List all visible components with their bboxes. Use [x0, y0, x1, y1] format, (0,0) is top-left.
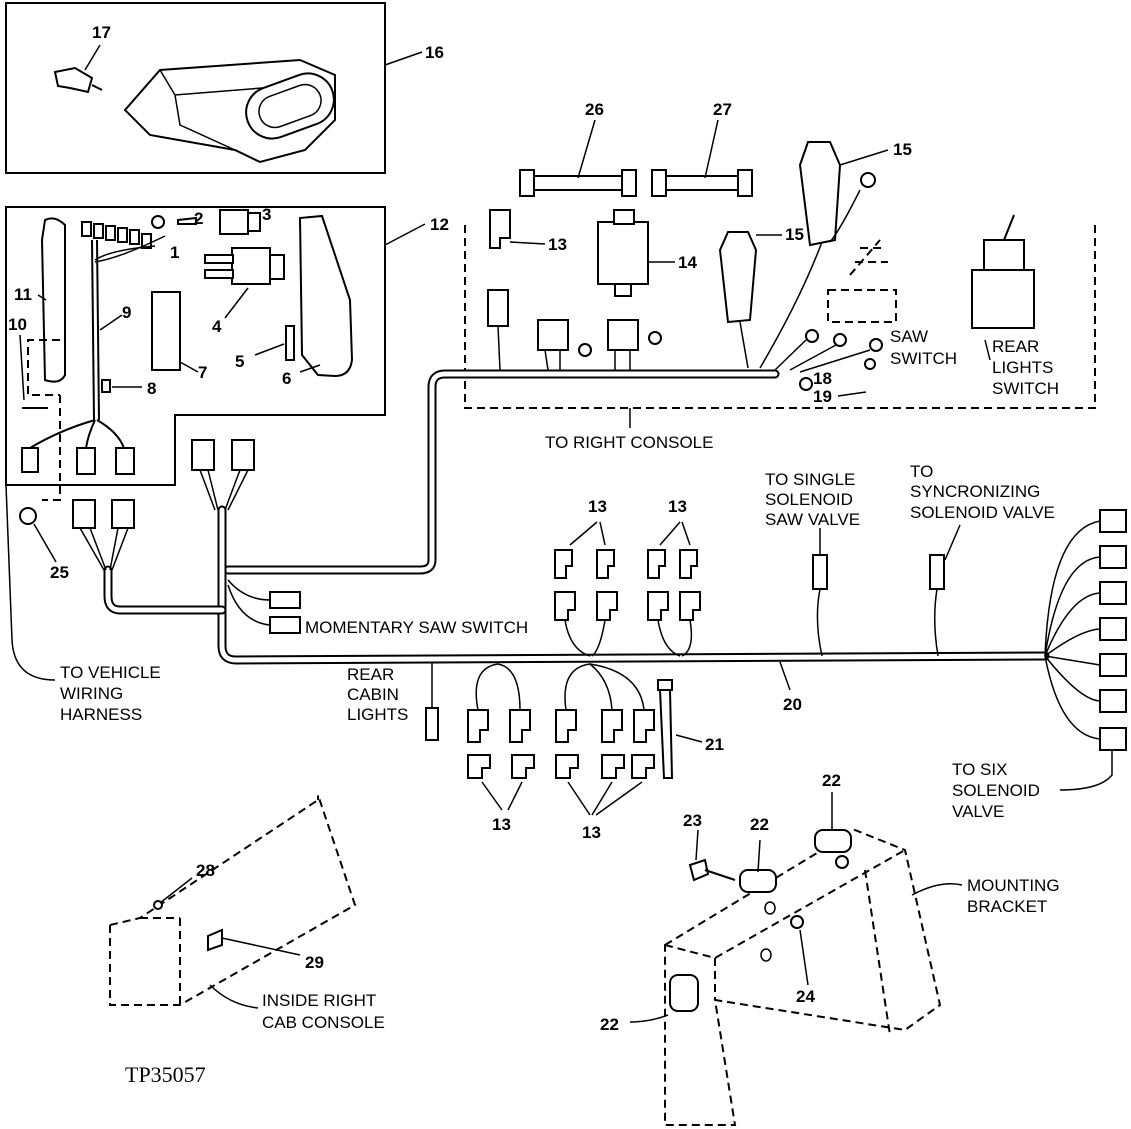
- label-saw-switch-1: SAW: [890, 327, 928, 346]
- callout-29: 29: [305, 953, 324, 972]
- mounting-bracket: [629, 792, 963, 1126]
- callout-21: 21: [705, 735, 724, 754]
- label-single-solenoid-1: TO SINGLE: [765, 470, 855, 489]
- callout-22-b: 22: [750, 815, 769, 834]
- inset-connector-box: [5, 2, 386, 174]
- label-to-vehicle-3: HARNESS: [60, 705, 142, 724]
- label-rear-lights-3: SWITCH: [992, 379, 1059, 398]
- six-solenoid-connectors: [1044, 509, 1127, 791]
- callout-5: 5: [235, 352, 244, 371]
- label-single-solenoid-3: SAW VALVE: [765, 510, 860, 529]
- label-six-solenoid-1: TO SIX: [952, 760, 1007, 779]
- label-inside-right-1: INSIDE RIGHT: [262, 991, 376, 1010]
- callout-16: 16: [425, 43, 444, 62]
- callout-13-d: 13: [582, 823, 601, 842]
- callout-1: 1: [170, 243, 179, 262]
- label-inside-right-2: CAB CONSOLE: [262, 1013, 385, 1032]
- label-single-solenoid-2: SOLENOID: [765, 490, 853, 509]
- terminals-below-harness: [467, 663, 674, 816]
- main-harness: [103, 369, 1050, 665]
- callout-24: 24: [796, 987, 815, 1006]
- terminals-above-harness: [554, 521, 701, 657]
- callout-15-left: 15: [785, 225, 804, 244]
- label-synchronizing-3: SOLENOID VALVE: [910, 503, 1055, 522]
- label-to-right-console: TO RIGHT CONSOLE: [545, 433, 713, 452]
- switch-assembly-box: [5, 206, 386, 501]
- label-to-vehicle-1: TO VEHICLE: [60, 663, 161, 682]
- label-rear-lights-1: REAR: [992, 337, 1039, 356]
- right-console-components: [487, 141, 1035, 391]
- harness-connectors-left: [19, 439, 301, 634]
- label-rear-cabin-3: LIGHTS: [347, 705, 408, 724]
- rear-cabin-light-lead: [425, 707, 439, 741]
- label-six-solenoid-2: SOLENOID: [952, 781, 1040, 800]
- callout-25: 25: [50, 563, 69, 582]
- callout-13-top: 13: [548, 235, 567, 254]
- label-momentary-saw-switch: MOMENTARY SAW SWITCH: [305, 618, 528, 637]
- callout-9: 9: [122, 303, 131, 322]
- callout-13-c: 13: [492, 815, 511, 834]
- label-six-solenoid-3: VALVE: [952, 802, 1004, 821]
- callout-10: 10: [8, 315, 27, 334]
- callout-4: 4: [212, 317, 222, 336]
- callout-2: 2: [194, 209, 203, 228]
- label-to-vehicle-2: WIRING: [60, 684, 123, 703]
- callout-11: 11: [14, 285, 32, 304]
- callout-22-a: 22: [822, 771, 841, 790]
- callout-27: 27: [713, 100, 732, 119]
- callout-18: 18: [813, 369, 832, 388]
- label-synchronizing-1: TO: [910, 462, 933, 481]
- fuses: [519, 169, 753, 197]
- inside-right-cab-console: [109, 794, 357, 1009]
- callout-28: 28: [196, 861, 215, 880]
- callout-15-right: 15: [893, 140, 912, 159]
- figure-code: TP35057: [125, 1062, 206, 1087]
- callout-26: 26: [585, 100, 604, 119]
- callout-12: 12: [430, 215, 449, 234]
- callout-14: 14: [678, 253, 697, 272]
- label-mounting-1: MOUNTING: [967, 876, 1060, 895]
- callout-19: 19: [813, 387, 832, 406]
- callout-17: 17: [92, 23, 111, 42]
- callout-23: 23: [683, 811, 702, 830]
- label-mounting-2: BRACKET: [967, 897, 1047, 916]
- label-rear-cabin-1: REAR: [347, 665, 394, 684]
- callout-20: 20: [783, 695, 802, 714]
- label-rear-lights-2: LIGHTS: [992, 358, 1053, 377]
- label-synchronizing-2: SYNCRONIZING: [910, 482, 1040, 501]
- label-saw-switch-2: SWITCH: [890, 349, 957, 368]
- callout-22-c: 22: [600, 1015, 619, 1034]
- callout-3: 3: [262, 205, 271, 224]
- callout-13-b: 13: [668, 497, 687, 516]
- solenoid-leads: [812, 524, 961, 657]
- callout-13-a: 13: [588, 497, 607, 516]
- label-rear-cabin-2: CABIN: [347, 685, 399, 704]
- callout-8: 8: [147, 379, 156, 398]
- callout-7: 7: [198, 363, 207, 382]
- callout-6: 6: [282, 369, 291, 388]
